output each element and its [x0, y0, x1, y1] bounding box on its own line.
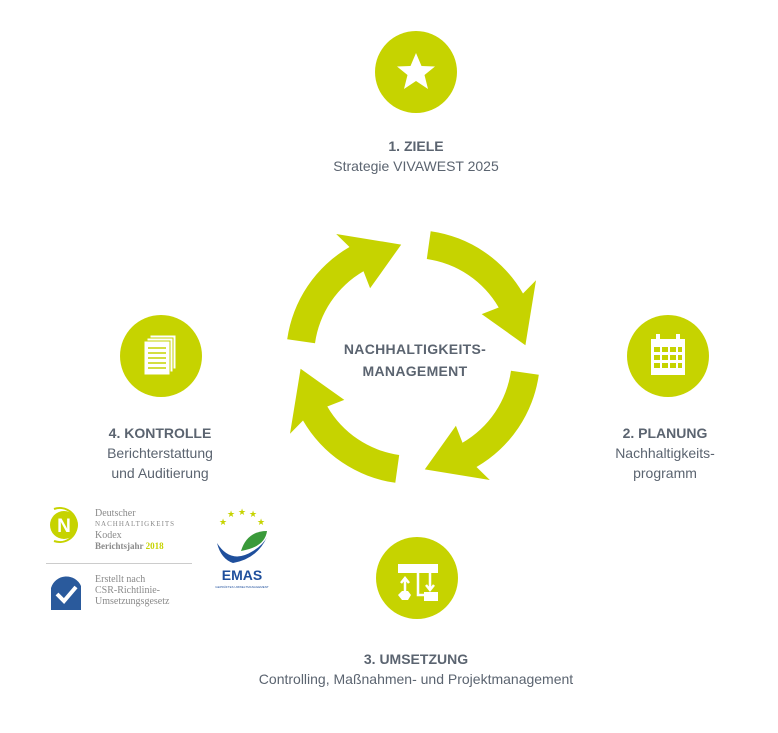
csr-line3: Umsetzungsgesetz: [95, 596, 170, 607]
svg-text:★: ★: [238, 507, 246, 517]
step-title: 2. PLANUNG: [622, 425, 708, 441]
svg-text:★: ★: [249, 509, 257, 519]
svg-text:N: N: [57, 516, 71, 537]
svg-text:★: ★: [257, 517, 265, 527]
arrow-umsetzung-to-kontrolle: [290, 368, 400, 483]
star-icon: [375, 31, 457, 113]
emas-logo: ★★★★★ EMAS GEPRÜFTES UMWELTMANAGEMENT: [213, 507, 271, 597]
step-umsetzung: 3. UMSETZUNG Controlling, Maßnahmen- und…: [200, 649, 632, 689]
documents-icon: [120, 315, 202, 397]
emas-subtitle: GEPRÜFTES UMWELTMANAGEMENT: [215, 585, 269, 589]
calendar-icon: [627, 315, 709, 397]
step-planung: 2. PLANUNG Nachhaltigkeits- programm: [590, 423, 740, 483]
dnk-line3: Kodex: [95, 530, 122, 541]
step-title: 4. KONTROLLE: [108, 425, 212, 441]
arrow-ziele-to-planung: [426, 231, 536, 346]
step-subtitle-line1: Nachhaltigkeits-: [615, 445, 715, 461]
emas-name: EMAS: [221, 567, 263, 583]
checkmark-icon: [51, 576, 81, 610]
arrow-planung-to-umsetzung: [424, 370, 539, 480]
svg-text:★: ★: [219, 517, 227, 527]
step-subtitle: Strategie VIVAWEST 2025: [333, 158, 499, 174]
arrow-kontrolle-to-ziele: [287, 234, 402, 344]
center-title-line1: NACHHALTIGKEITS-: [343, 341, 487, 357]
dnk-n-icon: N: [50, 507, 78, 543]
emas-emblem-icon: ★★★★★: [217, 507, 267, 563]
step-subtitle: Controlling, Maßnahmen- und Projektmanag…: [258, 671, 574, 687]
step-subtitle-line1: Berichterstattung: [107, 445, 213, 461]
step-ziele: 1. ZIELE Strategie VIVAWEST 2025: [280, 136, 552, 176]
step-subtitle-line2: programm: [633, 465, 697, 481]
center-title-line2: MANAGEMENT: [362, 363, 468, 379]
logo-divider: [46, 563, 192, 564]
step-title: 3. UMSETZUNG: [363, 651, 469, 667]
step-title: 1. ZIELE: [388, 138, 444, 154]
step-subtitle-line2: und Auditierung: [111, 465, 209, 481]
step-kontrolle: 4. KONTROLLE Berichterstattung und Audit…: [85, 423, 235, 483]
csr-line1: Erstellt nach: [95, 574, 146, 585]
dnk-line1: Deutscher: [95, 508, 136, 519]
flowchart-icon: [376, 537, 458, 619]
center-title: NACHHALTIGKEITS- MANAGEMENT: [330, 338, 500, 382]
dnk-year: 2018: [145, 541, 164, 551]
csr-line2: CSR-Richtlinie-: [95, 585, 160, 596]
dnk-line2: NACHHALTIGKEITS: [95, 520, 176, 528]
dnk-line4: Berichtsjahr: [95, 541, 144, 551]
svg-text:★: ★: [227, 509, 235, 519]
